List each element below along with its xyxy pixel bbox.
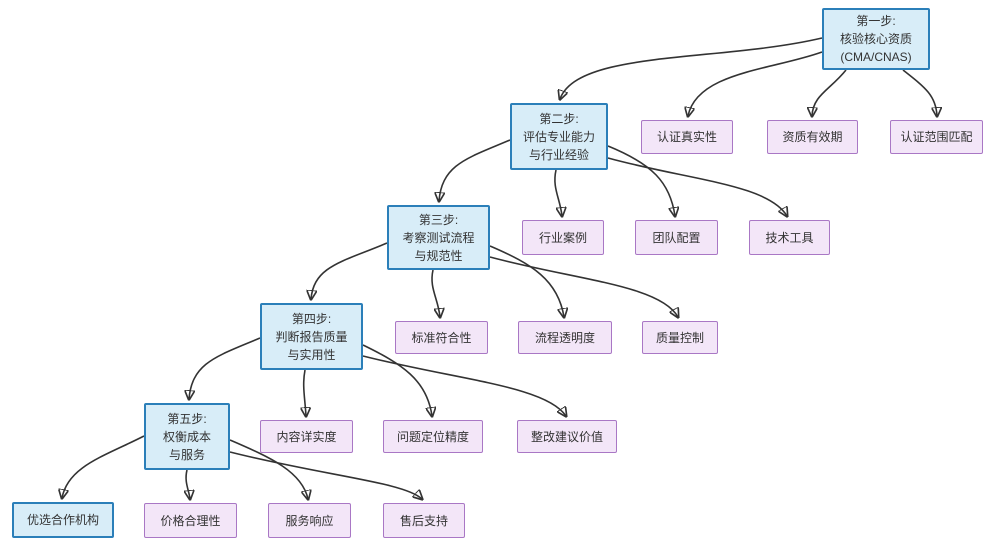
node-after-sales-label: 售后支持 — [399, 513, 448, 528]
edge-step4-to-issue-precision — [362, 344, 432, 416]
node-step-5-line: 与服务 — [168, 447, 205, 462]
node-step-1-line: 第一步: — [856, 14, 896, 28]
node-step-2: 第二步: 评估专业能力 与行业经验 — [510, 103, 608, 170]
edge-step2-to-team-setup — [607, 145, 675, 216]
edge-step1-to-cert-truth — [688, 51, 823, 116]
node-team-setup: 团队配置 — [635, 220, 718, 255]
node-service-response: 服务响应 — [268, 503, 351, 538]
node-step-5-line: 第五步: — [167, 411, 207, 426]
node-remediation-value-label: 整改建议价值 — [530, 429, 603, 444]
node-industry-cases-label: 行业案例 — [538, 230, 587, 245]
node-step-1: 第一步: 核验核心资质 (CMA/CNAS) — [822, 8, 930, 70]
node-cert-scope: 认证范围匹配 — [890, 120, 983, 154]
edge-step3-to-standard-compliance — [431, 269, 440, 317]
node-step-1-line: 核验核心资质 — [839, 32, 912, 46]
node-content-detail: 内容详实度 — [260, 420, 353, 453]
edge-step3-to-process-transparency — [489, 245, 564, 317]
edge-step3-to-quality-control — [489, 256, 678, 317]
node-quality-control-label: 质量控制 — [655, 330, 704, 345]
node-after-sales: 售后支持 — [383, 503, 465, 538]
edge-step2-to-tech-tools — [607, 157, 787, 216]
node-step-3: 第三步: 考察测试流程 与规范性 — [387, 205, 490, 270]
node-step-2-line: 第二步: — [539, 111, 579, 126]
node-cert-validity: 资质有效期 — [767, 120, 858, 154]
node-standard-compliance: 标准符合性 — [395, 321, 488, 354]
node-step-4-line: 判断报告质量 — [275, 329, 348, 344]
node-step-1-line: (CMA/CNAS) — [840, 50, 912, 64]
node-price-reasonable: 价格合理性 — [144, 503, 237, 538]
edge-step4-to-content-detail — [304, 369, 306, 416]
node-industry-cases: 行业案例 — [522, 220, 604, 255]
node-remediation-value: 整改建议价值 — [517, 420, 617, 453]
edge-step1-to-step2 — [560, 37, 823, 99]
node-cert-scope-label: 认证范围匹配 — [900, 130, 973, 144]
node-content-detail-label: 内容详实度 — [276, 429, 337, 444]
edge-step1-to-cert-validity — [812, 69, 847, 116]
node-standard-compliance-label: 标准符合性 — [411, 330, 472, 345]
node-cert-validity-label: 资质有效期 — [782, 130, 843, 144]
node-process-transparency: 流程透明度 — [518, 321, 612, 354]
node-tech-tools-label: 技术工具 — [765, 230, 814, 245]
node-cert-truth: 认证真实性 — [641, 120, 733, 154]
edge-step5-to-price-reasonable — [186, 469, 190, 499]
node-tech-tools: 技术工具 — [749, 220, 830, 255]
node-process-transparency-label: 流程透明度 — [534, 330, 595, 345]
node-result-label: 优选合作机构 — [26, 513, 99, 527]
node-issue-precision: 问题定位精度 — [383, 420, 483, 453]
node-service-response-label: 服务响应 — [285, 513, 334, 528]
node-step-3-line: 第三步: — [418, 212, 459, 227]
edge-step5-to-result — [62, 435, 145, 498]
node-step-5: 第五步: 权衡成本 与服务 — [144, 403, 230, 470]
node-step-3-line: 与规范性 — [414, 248, 463, 263]
edge-step2-to-step3 — [439, 139, 511, 201]
node-result-preferred-partner: 优选合作机构 — [12, 502, 114, 538]
node-quality-control: 质量控制 — [642, 321, 718, 354]
node-price-reasonable-label: 价格合理性 — [160, 513, 221, 528]
node-team-setup-label: 团队配置 — [652, 230, 701, 245]
node-step-2-line: 与行业经验 — [528, 147, 589, 162]
node-step-3-line: 考察测试流程 — [402, 230, 475, 245]
node-step-4-line: 第四步: — [291, 311, 332, 326]
edge-step2-to-industry-cases — [554, 169, 562, 216]
node-issue-precision-label: 问题定位精度 — [396, 429, 469, 444]
node-step-4-line: 与实用性 — [287, 347, 336, 362]
node-step-5-line: 权衡成本 — [162, 429, 211, 444]
node-step-4: 第四步: 判断报告质量 与实用性 — [260, 303, 363, 370]
edge-step1-to-cert-scope — [902, 69, 937, 116]
edge-step3-to-step4 — [311, 242, 388, 299]
edge-step4-to-remediation-value — [362, 355, 566, 416]
node-step-2-line: 评估专业能力 — [522, 129, 595, 144]
edge-step4-to-step5 — [189, 337, 261, 399]
edge-step5-to-after-sales — [229, 451, 422, 499]
node-cert-truth-label: 认证真实性 — [656, 130, 717, 144]
edge-step5-to-service-response — [229, 439, 308, 499]
